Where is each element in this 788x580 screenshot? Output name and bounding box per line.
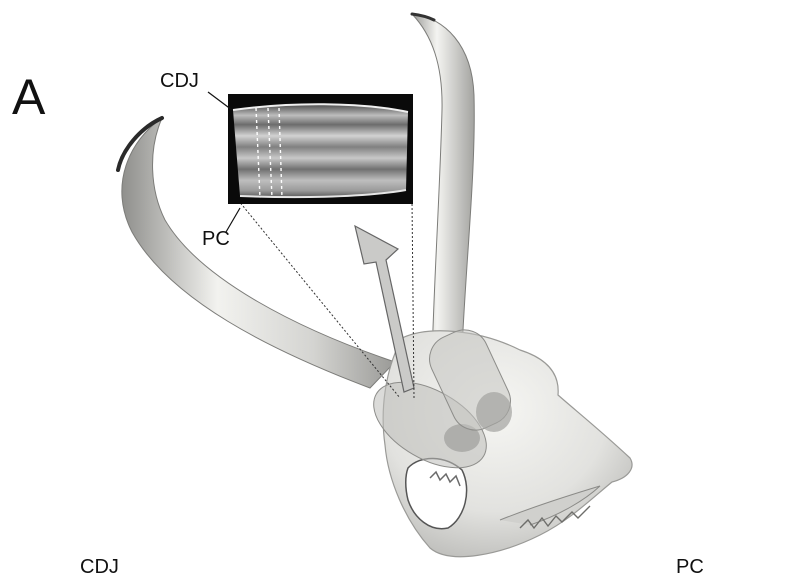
inset-pc-label: PC (202, 228, 230, 251)
thin-section-inset (228, 94, 413, 204)
projection-line-left (238, 200, 400, 398)
inset-cdj-label: CDJ (160, 70, 199, 93)
right-alveolus-end (476, 392, 512, 432)
bottom-pc-label: PC (676, 556, 704, 579)
panel-letter: A (12, 72, 45, 122)
right-tusk (412, 14, 474, 360)
bottom-cdj-label: CDJ (80, 556, 119, 579)
